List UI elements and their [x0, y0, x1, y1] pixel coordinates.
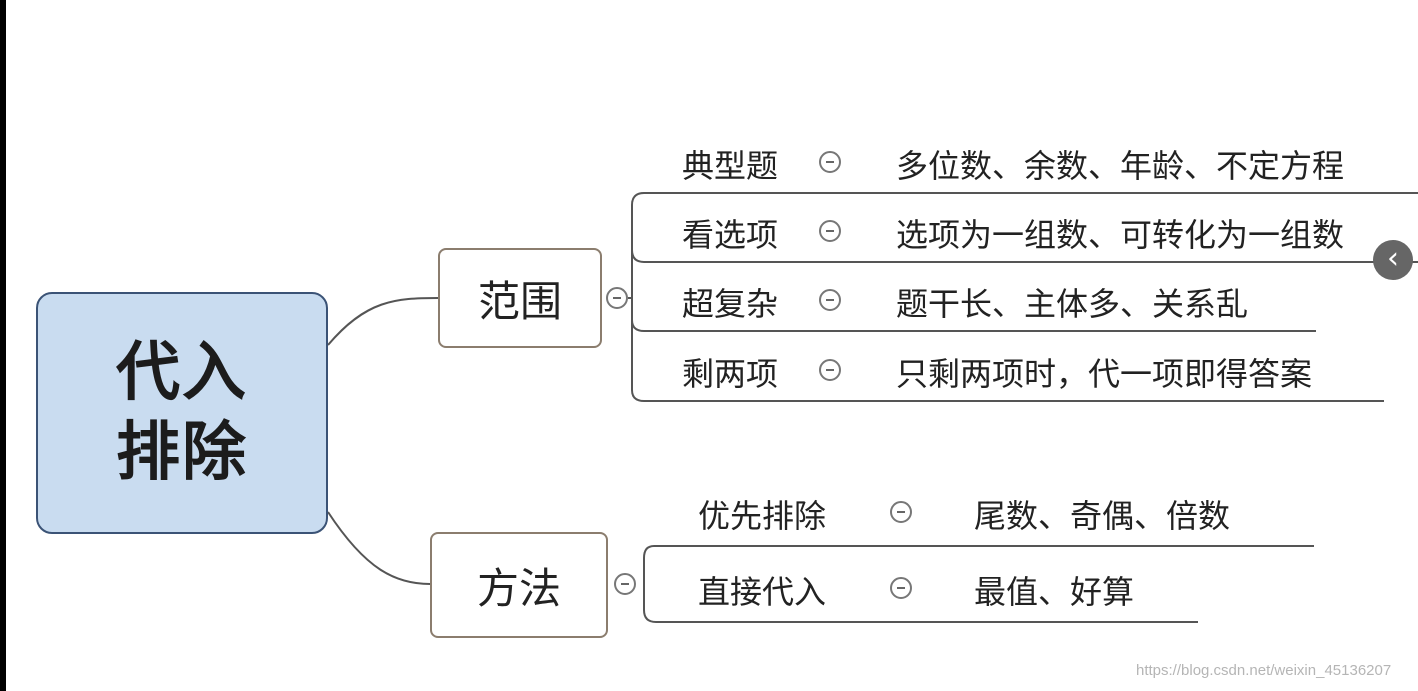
- root-title-line1: 代入: [116, 336, 248, 410]
- collapse-icon[interactable]: [890, 501, 912, 523]
- connector-lines: [327, 192, 1418, 623]
- chevron-left-icon[interactable]: ‹: [1373, 240, 1413, 280]
- branch-node-method[interactable]: 方法: [430, 532, 608, 638]
- item-underline-3: [631, 320, 1384, 402]
- collapse-icon[interactable]: [819, 359, 841, 381]
- collapse-icon[interactable]: [606, 287, 628, 309]
- item-value: 题干长、主体多、关系乱: [896, 285, 1249, 323]
- item-value: 尾数、奇偶、倍数: [974, 497, 1231, 535]
- item-value: 最值、好算: [974, 573, 1135, 611]
- root-title-line2: 排除: [116, 416, 248, 490]
- mind-map-canvas: 代入 排除 范围 典型题 多位数、余数、年龄、不定方程 看选项 选项为一组数、可…: [6, 0, 1418, 691]
- item-underline-method-0: [643, 545, 1314, 623]
- item-value: 选项为一组数、可转化为一组数: [896, 216, 1345, 254]
- connector-root-range: [327, 297, 439, 346]
- root-node[interactable]: 代入 排除: [36, 292, 328, 534]
- item-value: 多位数、余数、年龄、不定方程: [896, 147, 1345, 185]
- branch-label: 方法: [476, 563, 561, 613]
- collapse-icon[interactable]: [819, 289, 841, 311]
- item-label: 优先排除: [698, 497, 827, 535]
- connector-root-method: [327, 511, 431, 585]
- item-value: 只剩两项时，代一项即得答案: [896, 355, 1313, 393]
- watermark-text: https://blog.csdn.net/weixin_45136207: [1136, 662, 1392, 679]
- collapse-icon[interactable]: [819, 220, 841, 242]
- collapse-icon[interactable]: [819, 151, 841, 173]
- item-label: 超复杂: [682, 285, 779, 323]
- collapse-icon[interactable]: [614, 573, 636, 595]
- item-underline-0: [631, 192, 1418, 263]
- item-label: 典型题: [682, 147, 779, 185]
- branch-node-range[interactable]: 范围: [438, 248, 602, 348]
- branch-label: 范围: [477, 276, 562, 326]
- item-label: 直接代入: [698, 573, 827, 611]
- item-label: 剩两项: [682, 355, 779, 393]
- item-label: 看选项: [682, 216, 779, 254]
- collapse-icon[interactable]: [890, 577, 912, 599]
